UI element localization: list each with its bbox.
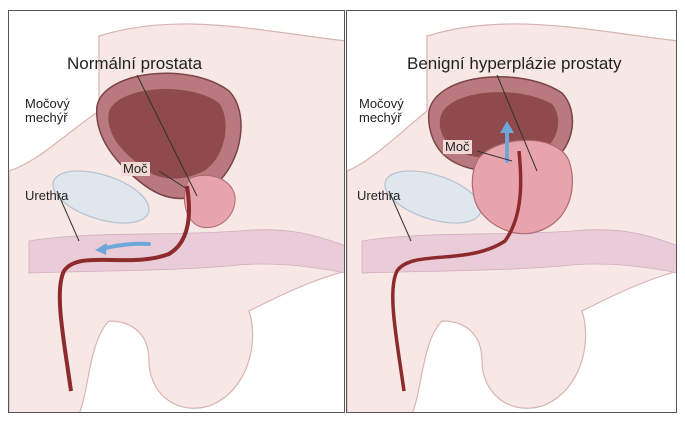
label-urine: Moč xyxy=(443,140,472,154)
label-urethra: Urethra xyxy=(357,189,400,203)
label-urine: Moč xyxy=(121,162,150,176)
label-bladder: Močový mechýř xyxy=(359,97,419,126)
label-bladder: Močový mechýř xyxy=(25,97,85,126)
panel-title: Normální prostata xyxy=(67,55,202,74)
panel-bph: Benigní hyperplázie prostaty Močový mech… xyxy=(346,10,677,413)
panel-title: Benigní hyperplázie prostaty xyxy=(407,55,622,74)
panel-normal-prostate: Normální prostata Močový mechýř Moč Uret… xyxy=(8,10,345,413)
label-urethra: Urethra xyxy=(25,189,68,203)
